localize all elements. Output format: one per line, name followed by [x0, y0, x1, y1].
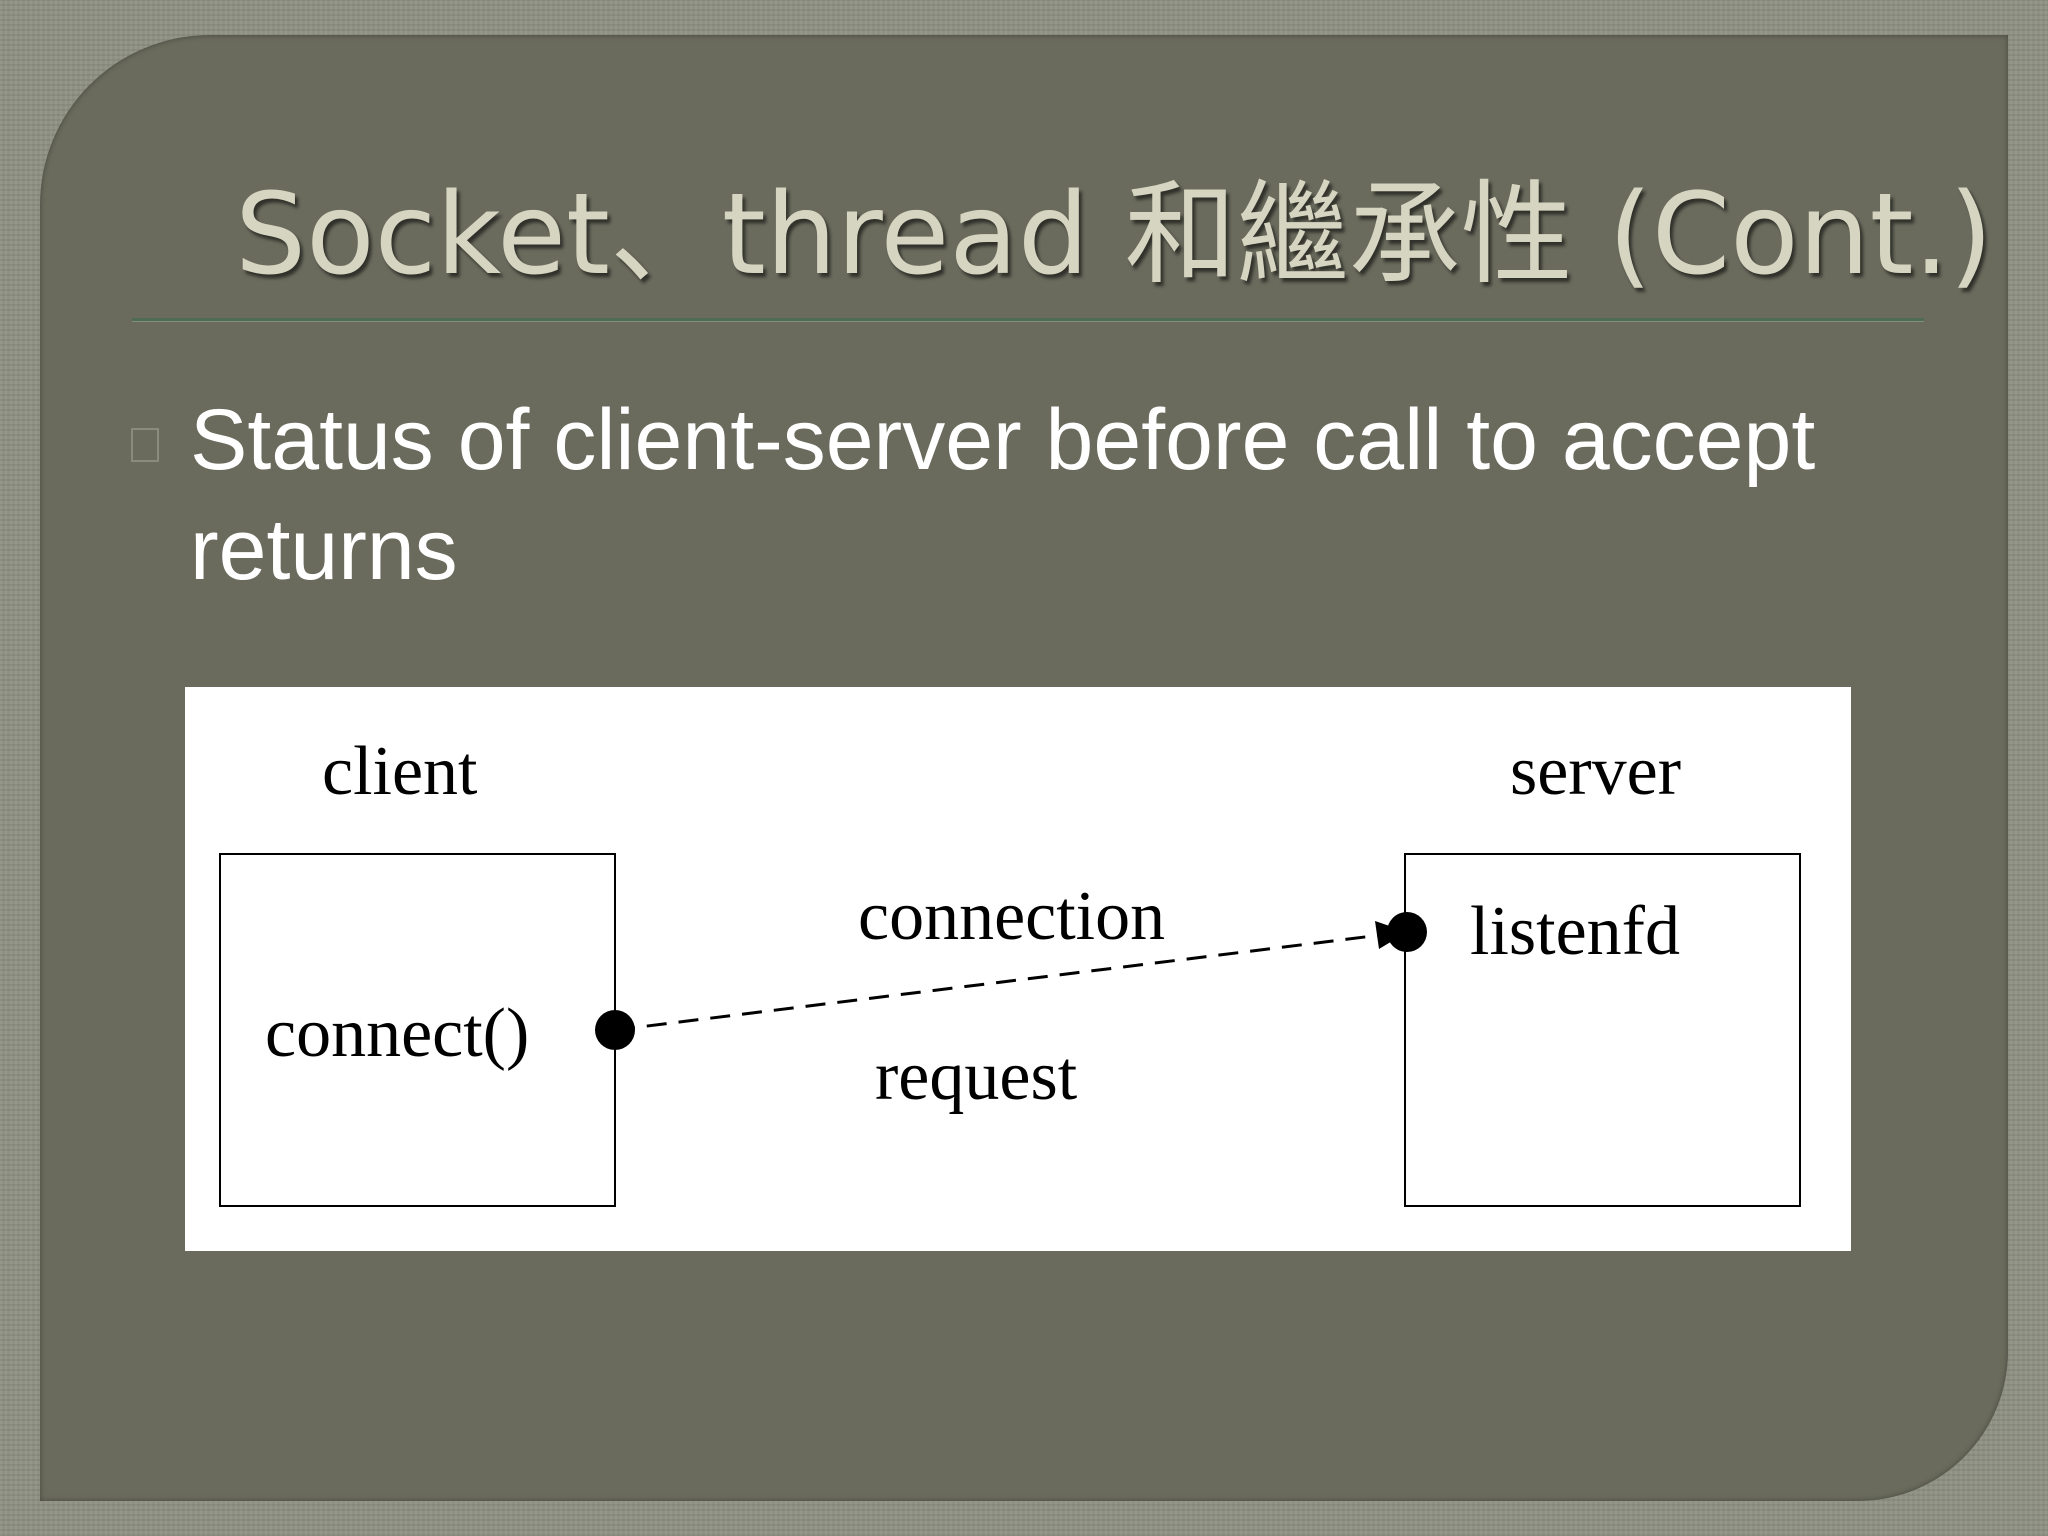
edge-label-request: request: [875, 1038, 1078, 1115]
server-box: [1404, 853, 1801, 1207]
client-label: client: [322, 733, 478, 810]
title-divider: [132, 318, 1924, 322]
edge-label-connection: connection: [858, 878, 1166, 955]
client-server-diagram: client server connect() listenfd connect…: [185, 687, 1851, 1251]
connect-call-label: connect(): [265, 995, 530, 1072]
slide-title: Socket、thread 和繼承性 (Cont.): [235, 170, 1993, 300]
diagram-canvas: [219, 853, 1801, 1207]
server-label: server: [1510, 733, 1682, 810]
server-socket-dot: [1387, 912, 1427, 952]
bullet-icon: [131, 428, 159, 462]
bullet-text: Status of client-server before call to a…: [190, 392, 1816, 598]
connection-request-edge: [614, 931, 1398, 1032]
listenfd-label: listenfd: [1470, 893, 1680, 970]
client-socket-dot: [595, 1010, 635, 1050]
